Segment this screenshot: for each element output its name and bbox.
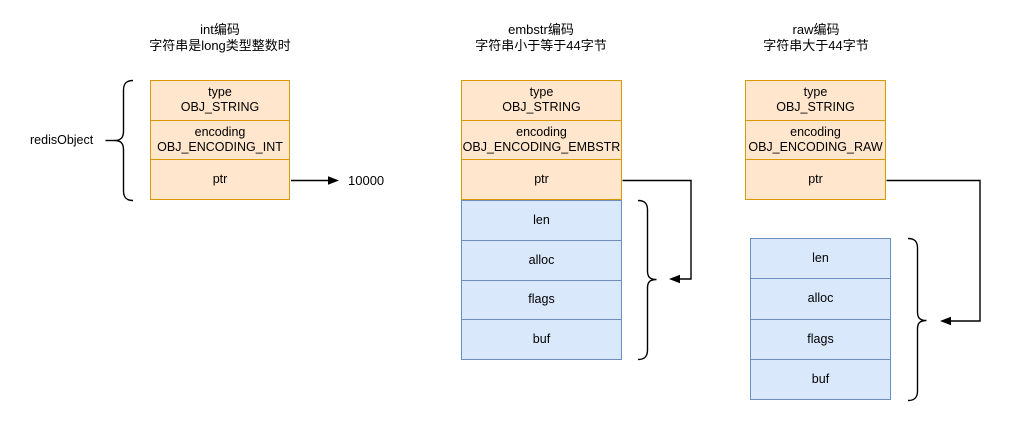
field-name: encoding (790, 125, 841, 139)
field-value: OBJ_STRING (776, 100, 855, 115)
int-column-title: int编码 字符串是long类型整数时 (149, 22, 291, 54)
field-name: buf (532, 332, 551, 347)
raw-title-line1: raw编码 (792, 22, 840, 37)
raw-title-line2: 字符串大于44字节 (763, 38, 869, 53)
field-name: encoding (194, 125, 246, 139)
int-encoding-row: encoding OBJ_ENCODING_INT (151, 119, 289, 160)
field-name: alloc (528, 252, 555, 267)
field-value: OBJ_ENCODING_RAW (748, 140, 883, 154)
raw-flags-row: flags (751, 318, 890, 359)
raw-ptr-row: ptr (746, 159, 885, 199)
field-name: len (812, 251, 829, 266)
raw-ptr-arrowhead (940, 316, 951, 326)
field-name: len (533, 212, 550, 227)
field-name: buf (811, 371, 830, 386)
embstr-ptr-arrow-line (622, 179, 692, 280)
field-value: OBJ_STRING (180, 100, 260, 115)
int-type-row: type OBJ_STRING (151, 81, 289, 120)
raw-alloc-row: alloc (751, 278, 890, 318)
int-ptr-row: ptr (151, 159, 289, 199)
raw-sds-block: len alloc flags buf (750, 238, 891, 400)
int-ptr-target-value: 10000 (348, 173, 385, 188)
embstr-column-title: embstr编码 字符串小于等于44字节 (475, 22, 606, 54)
embstr-encoding-row: encoding OBJ_ENCODING_EMBSTR (462, 119, 621, 160)
field-name: flags (528, 292, 555, 307)
field-name: type (529, 85, 554, 100)
field-value: OBJ_STRING (502, 100, 581, 115)
embstr-ptr-arrowhead (669, 274, 680, 284)
int-redisobject-block: type OBJ_STRING encoding OBJ_ENCODING_IN… (150, 80, 290, 200)
field-name: alloc (807, 291, 834, 306)
raw-encoding-row: encoding OBJ_ENCODING_RAW (746, 119, 885, 160)
redisobject-brace (114, 79, 134, 202)
embstr-flags-row: flags (462, 279, 621, 320)
field-value: OBJ_ENCODING_EMBSTR (462, 140, 621, 154)
embstr-sds-brace (637, 199, 657, 361)
embstr-sds-block: len alloc flags buf (461, 200, 622, 360)
raw-column-title: raw编码 字符串大于44字节 (763, 22, 868, 54)
raw-buf-row: buf (751, 358, 890, 399)
field-name: ptr (212, 172, 228, 187)
field-name: type (208, 85, 232, 100)
redisobject-label: redisObject (30, 133, 94, 147)
embstr-type-row: type OBJ_STRING (462, 81, 621, 120)
embstr-redisobject-block: type OBJ_STRING encoding OBJ_ENCODING_EM… (461, 80, 622, 200)
embstr-len-row: len (462, 201, 621, 240)
int-title-line2: 字符串是long类型整数时 (149, 38, 291, 53)
field-name: ptr (808, 172, 823, 187)
embstr-alloc-row: alloc (462, 239, 621, 280)
int-ptr-arrowhead (328, 176, 339, 185)
raw-ptr-arrow-line (886, 179, 981, 322)
embstr-title-line1: embstr编码 (508, 22, 574, 37)
embstr-buf-row: buf (462, 319, 621, 359)
raw-type-row: type OBJ_STRING (746, 81, 885, 120)
field-name: encoding (516, 125, 567, 139)
field-value: OBJ_ENCODING_INT (157, 140, 283, 154)
field-name: ptr (534, 172, 549, 187)
raw-len-row: len (751, 239, 890, 278)
int-title-line1: int编码 (200, 22, 240, 37)
field-name: flags (807, 331, 834, 346)
raw-sds-brace (907, 237, 927, 402)
embstr-title-line2: 字符串小于等于44字节 (475, 38, 607, 53)
embstr-ptr-row: ptr (462, 159, 621, 199)
field-name: type (803, 85, 828, 100)
raw-redisobject-block: type OBJ_STRING encoding OBJ_ENCODING_RA… (745, 80, 886, 200)
